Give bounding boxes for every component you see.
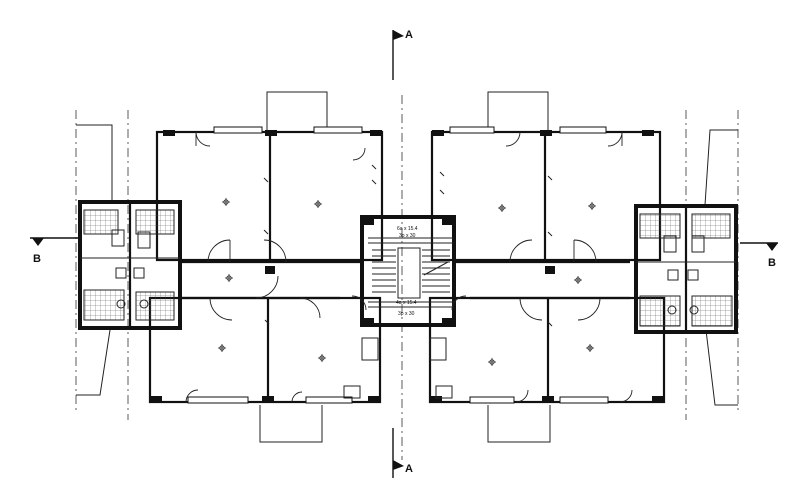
entry-doors <box>343 295 467 399</box>
left-lower-apartment <box>148 296 382 404</box>
right-service-block <box>634 204 738 334</box>
section-label-b-left: B <box>33 253 41 265</box>
left-upper-apartment <box>155 126 384 262</box>
stair-note-lower-1: 4a x 15.4 <box>396 300 417 306</box>
section-marker-a-top: A <box>392 29 413 80</box>
right-upper-apartment <box>430 126 662 262</box>
section-marker-b-left: B <box>30 237 78 265</box>
balcony-outlines <box>76 91 738 443</box>
stair-note-upper-1: 6a x 15.4 <box>397 226 418 232</box>
electrical-marks <box>263 164 553 327</box>
right-hall <box>455 239 630 321</box>
stair-note-lower-2: 3p x 30 <box>398 311 415 317</box>
right-lower-apartment <box>428 296 666 404</box>
section-label-b-right: B <box>768 257 776 269</box>
light-fixtures <box>217 197 597 367</box>
stair-core: 6a x 15.4 3p x 30 4a x 15.4 3p x 30 <box>360 215 456 327</box>
stair-treads <box>368 237 454 308</box>
section-label-a-top: A <box>405 29 413 41</box>
left-service-block <box>78 200 182 330</box>
section-marker-a-bottom: A <box>392 428 413 478</box>
stair-note-upper-2: 3p x 30 <box>399 233 416 239</box>
left-hall <box>180 239 360 321</box>
section-label-a-bottom: A <box>405 463 413 475</box>
section-marker-b-right: B <box>740 242 778 269</box>
side-axis-lines <box>75 110 739 420</box>
